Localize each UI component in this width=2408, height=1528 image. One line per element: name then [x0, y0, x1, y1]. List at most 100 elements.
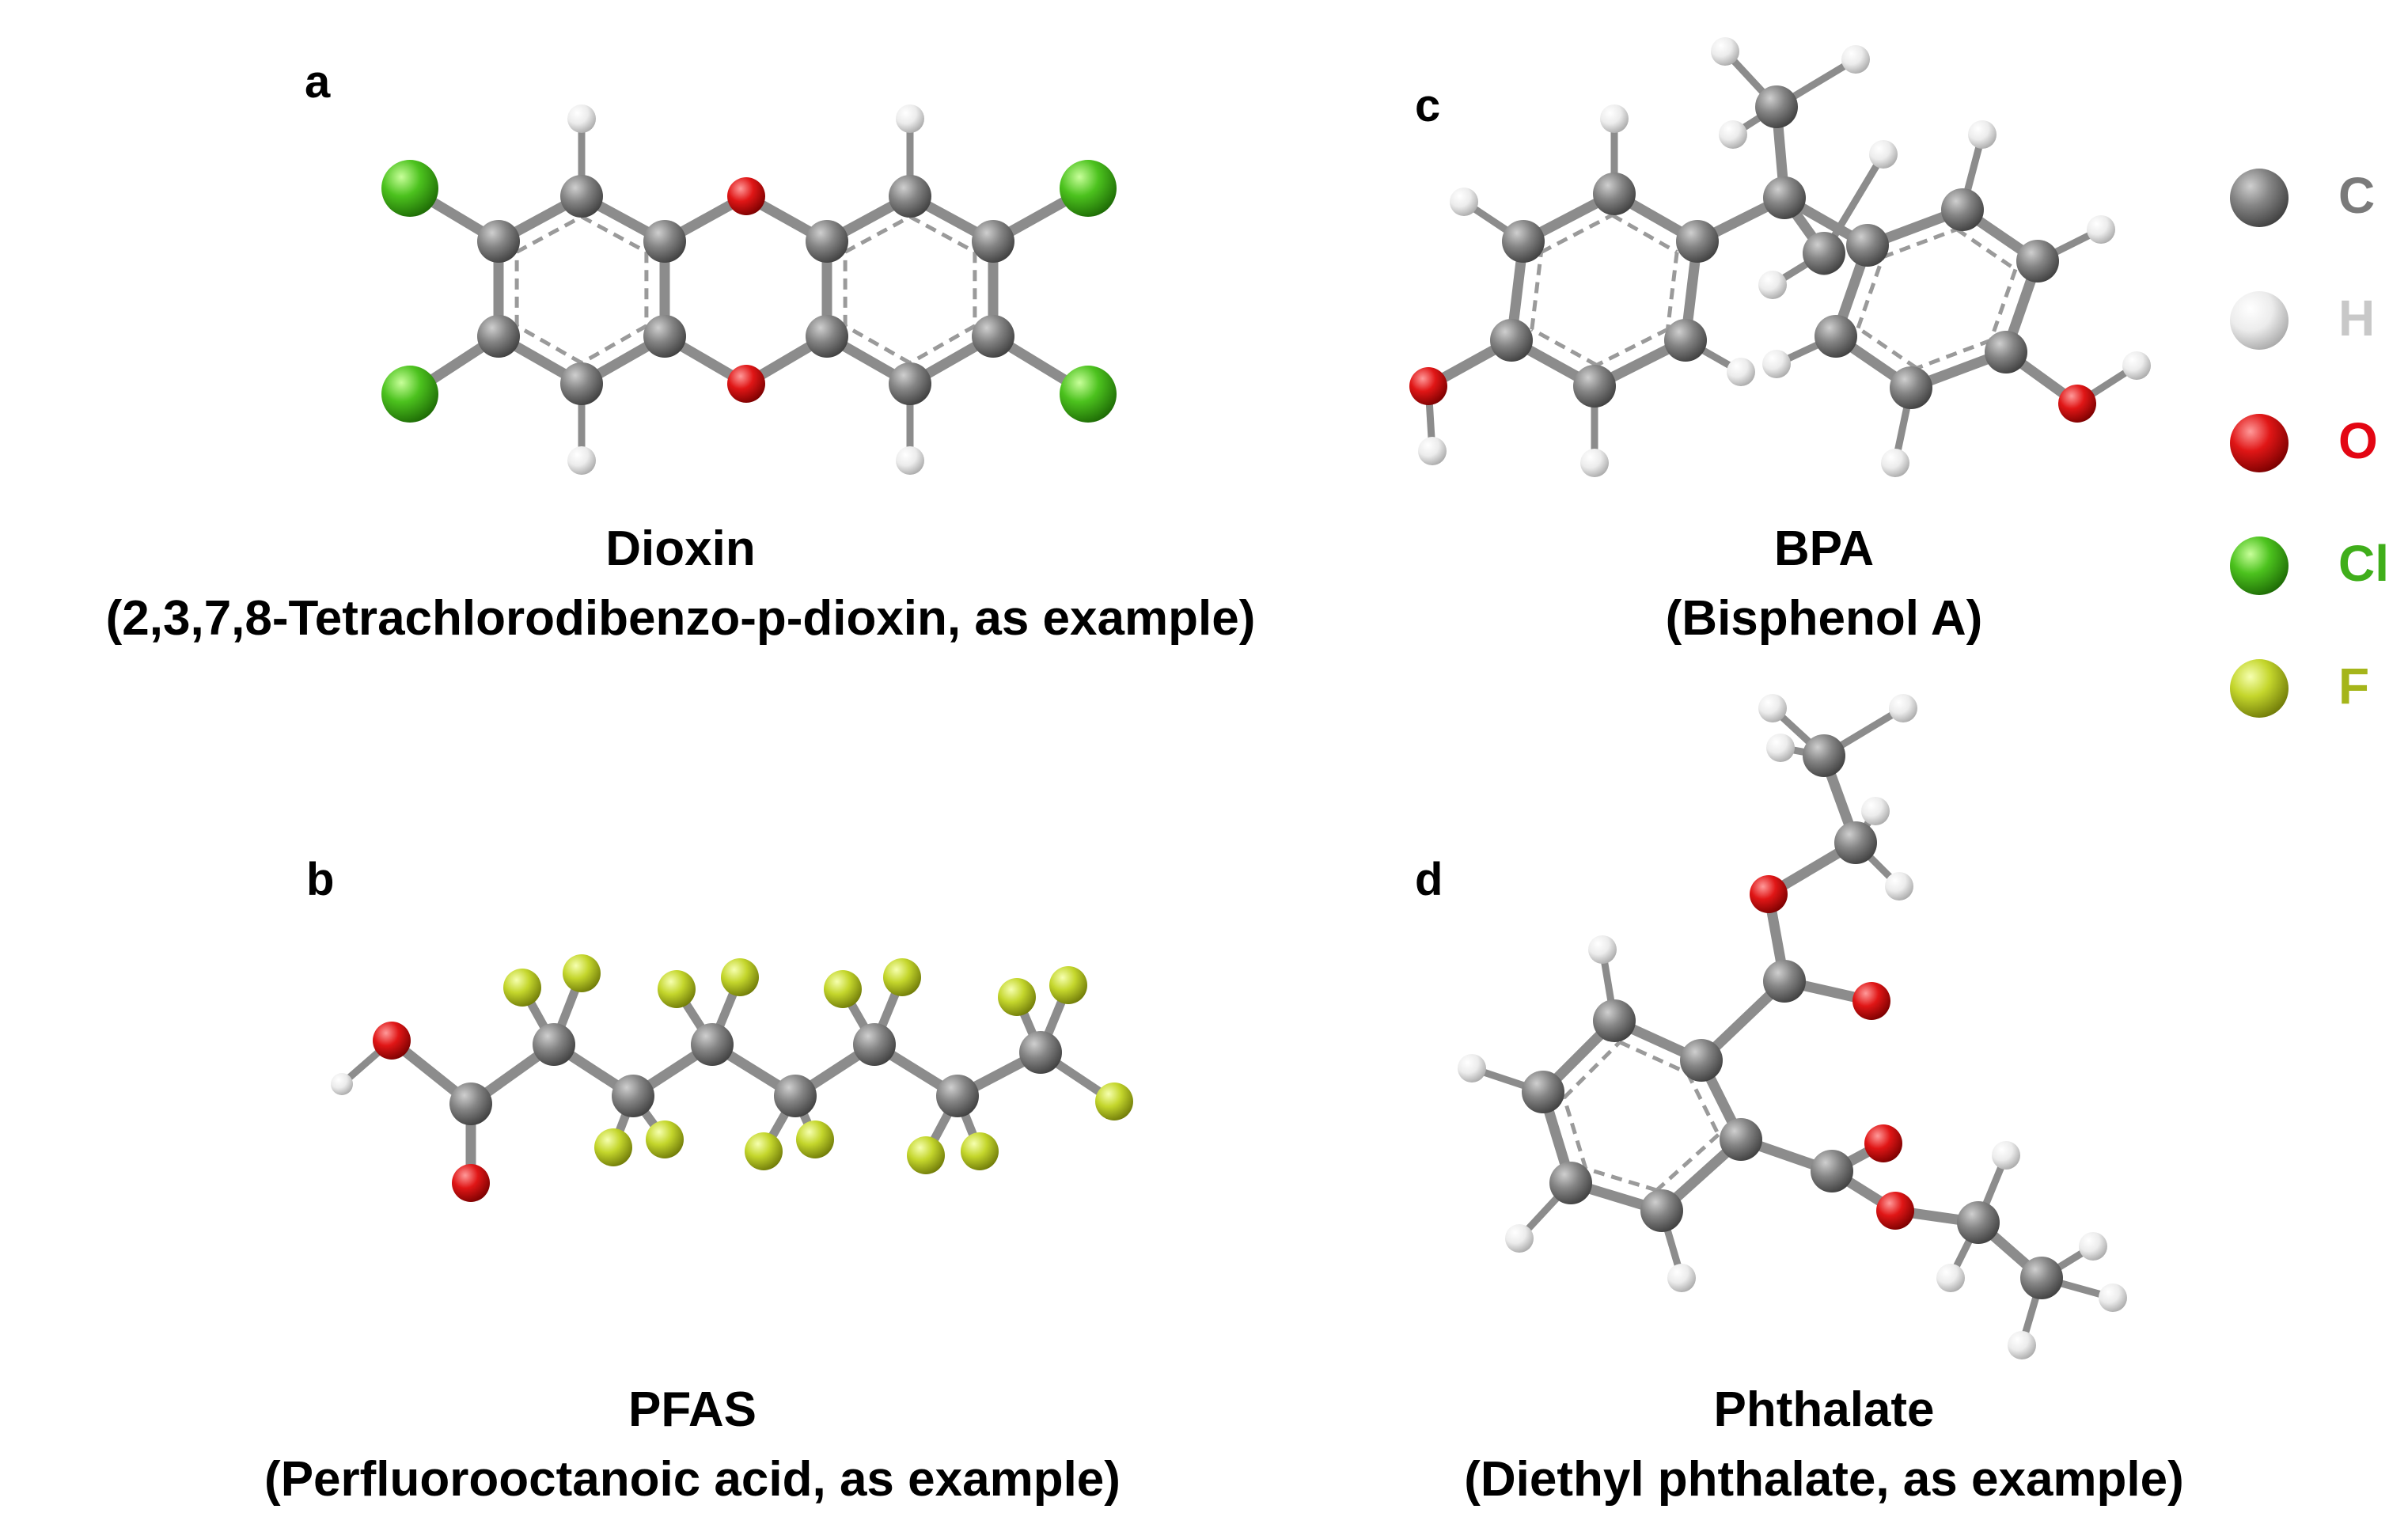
legend-label-o: O	[2338, 412, 2378, 469]
panel-letter-d: d	[1415, 854, 1443, 905]
bpa-atom-o	[2058, 385, 2096, 423]
phthalate-aromatic-bond	[1655, 1133, 1720, 1192]
bpa-atom-h	[1711, 37, 1739, 66]
phthalate-atom-o	[1864, 1124, 1902, 1162]
caption-pfas-title: PFAS	[628, 1382, 757, 1437]
phthalate-atom-h	[1588, 935, 1617, 964]
bpa-atom-h	[1968, 120, 1997, 149]
bpa-atom-h	[2087, 215, 2115, 244]
dioxin-aromatic-bond	[908, 214, 976, 254]
bpa-atom-h	[2122, 351, 2151, 380]
pfas-atom-f	[907, 1136, 945, 1174]
caption-phthalate-subtitle: (Diethyl phthalate, as example)	[1464, 1452, 2184, 1507]
dioxin-aromatic-bond	[515, 324, 583, 365]
pfas-atom-f	[883, 958, 921, 996]
pfas-atom-f	[824, 970, 862, 1008]
phthalate-atom-c	[1763, 960, 1806, 1003]
pfas-atom-h	[331, 1073, 353, 1095]
pfas-atom-f	[646, 1120, 684, 1158]
pfas-atom-f	[961, 1132, 999, 1170]
dioxin-aromatic-bond	[844, 324, 912, 365]
bpa-atom-h	[1869, 140, 1898, 169]
legend-swatch-f	[2230, 659, 2289, 718]
phthalate-atom-o	[1876, 1192, 1914, 1230]
bpa-atom-c	[1846, 224, 1889, 267]
pfas-atom-o	[452, 1164, 490, 1202]
dioxin-atom-c	[477, 220, 520, 263]
bpa-atom-c	[1815, 315, 1857, 358]
dioxin-atom-cl	[381, 366, 438, 423]
dioxin-atom-cl	[1060, 160, 1117, 217]
phthalate-atom-h	[1936, 1264, 1965, 1292]
pfas-atom-f	[1049, 966, 1087, 1004]
phthalate-atom-o	[1852, 982, 1890, 1020]
caption-bpa-title: BPA	[1773, 521, 1875, 576]
dioxin-atom-c	[806, 315, 848, 358]
legend-label-f: F	[2338, 658, 2370, 715]
dioxin-atom-c	[560, 175, 603, 218]
bpa-atom-c	[1664, 319, 1707, 362]
phthalate-atom-c	[1957, 1201, 2000, 1244]
pfas-atom-f	[563, 954, 601, 992]
phthalate-aromatic-bond	[1618, 1040, 1689, 1075]
legend-layer	[2230, 169, 2289, 718]
dioxin-atom-h	[896, 446, 924, 475]
phthalate-atom-c	[1834, 821, 1877, 864]
bpa-aromatic-bond	[1540, 213, 1614, 254]
caption-phthalate: Phthalate (Diethyl phthalate, as example…	[1345, 1375, 2303, 1515]
dioxin-atom-c	[972, 315, 1014, 358]
phthalate-atom-c	[2020, 1257, 2063, 1299]
legend-label-h: H	[2338, 290, 2376, 347]
bpa-atom-o	[1409, 367, 1447, 405]
bpa-atom-c	[1803, 232, 1845, 275]
caption-pfas-subtitle: (Perfluorooctanoic acid, as example)	[264, 1452, 1121, 1507]
pfas-atom-c	[533, 1023, 575, 1066]
phthalate-atom-h	[1889, 694, 1917, 722]
dioxin-aromatic-bond	[908, 324, 976, 365]
pfas-atom-c	[774, 1075, 817, 1117]
dioxin-atom-c	[643, 220, 686, 263]
panel-letter-b: b	[306, 854, 335, 905]
phthalate-atom-c	[1720, 1118, 1762, 1161]
bpa-atom-h	[1727, 358, 1755, 386]
bpa-atom-h	[1881, 449, 1909, 477]
pfas-atom-c	[449, 1082, 492, 1125]
phthalate-aromatic-bond	[1585, 1166, 1658, 1192]
panel-letter-a: a	[305, 56, 331, 108]
dioxin-atom-o	[727, 177, 765, 215]
dioxin-atom-c	[889, 175, 931, 218]
bpa-atom-h	[1762, 350, 1791, 378]
dioxin-atom-c	[643, 315, 686, 358]
dioxin-aromatic-bond	[580, 324, 648, 365]
pfas-atom-c	[936, 1075, 979, 1117]
legend-label-c: C	[2338, 167, 2376, 224]
dioxin-atom-cl	[1060, 366, 1117, 423]
phthalate-atom-h	[2099, 1283, 2127, 1312]
dioxin-atom-c	[477, 315, 520, 358]
caption-bpa: BPA (Bisphenol A)	[1468, 514, 2180, 654]
pfas-atom-f	[594, 1128, 632, 1166]
panel-letter-c: c	[1415, 80, 1441, 131]
bpa-aromatic-bond	[1611, 213, 1678, 254]
bpa-atom-h	[1450, 188, 1478, 216]
bpa-atom-c	[2016, 240, 2059, 282]
phthalate-atom-c	[1549, 1162, 1592, 1204]
legend-label-cl: Cl	[2338, 535, 2389, 592]
pfas-atom-c	[853, 1023, 896, 1066]
dioxin-atom-c	[889, 362, 931, 405]
bpa-atom-c	[1490, 319, 1533, 362]
bpa-atom-c	[1593, 173, 1636, 215]
phthalate-atom-h	[1758, 694, 1787, 722]
phthalate-atom-h	[1505, 1224, 1534, 1253]
bpa-aromatic-bond	[1856, 326, 1918, 370]
phthalate-aromatic-bond	[1562, 1097, 1588, 1170]
phthalate-atom-h	[2008, 1331, 2036, 1359]
phthalate-atom-c	[1680, 1039, 1723, 1082]
legend-swatch-c	[2230, 169, 2289, 227]
bpa-aromatic-bond	[1665, 252, 1679, 330]
atoms-layer	[331, 37, 2151, 1359]
pfas-atom-c	[1019, 1031, 1062, 1074]
bpa-aromatic-bond	[1595, 327, 1669, 367]
legend-swatch-cl	[2230, 537, 2289, 595]
